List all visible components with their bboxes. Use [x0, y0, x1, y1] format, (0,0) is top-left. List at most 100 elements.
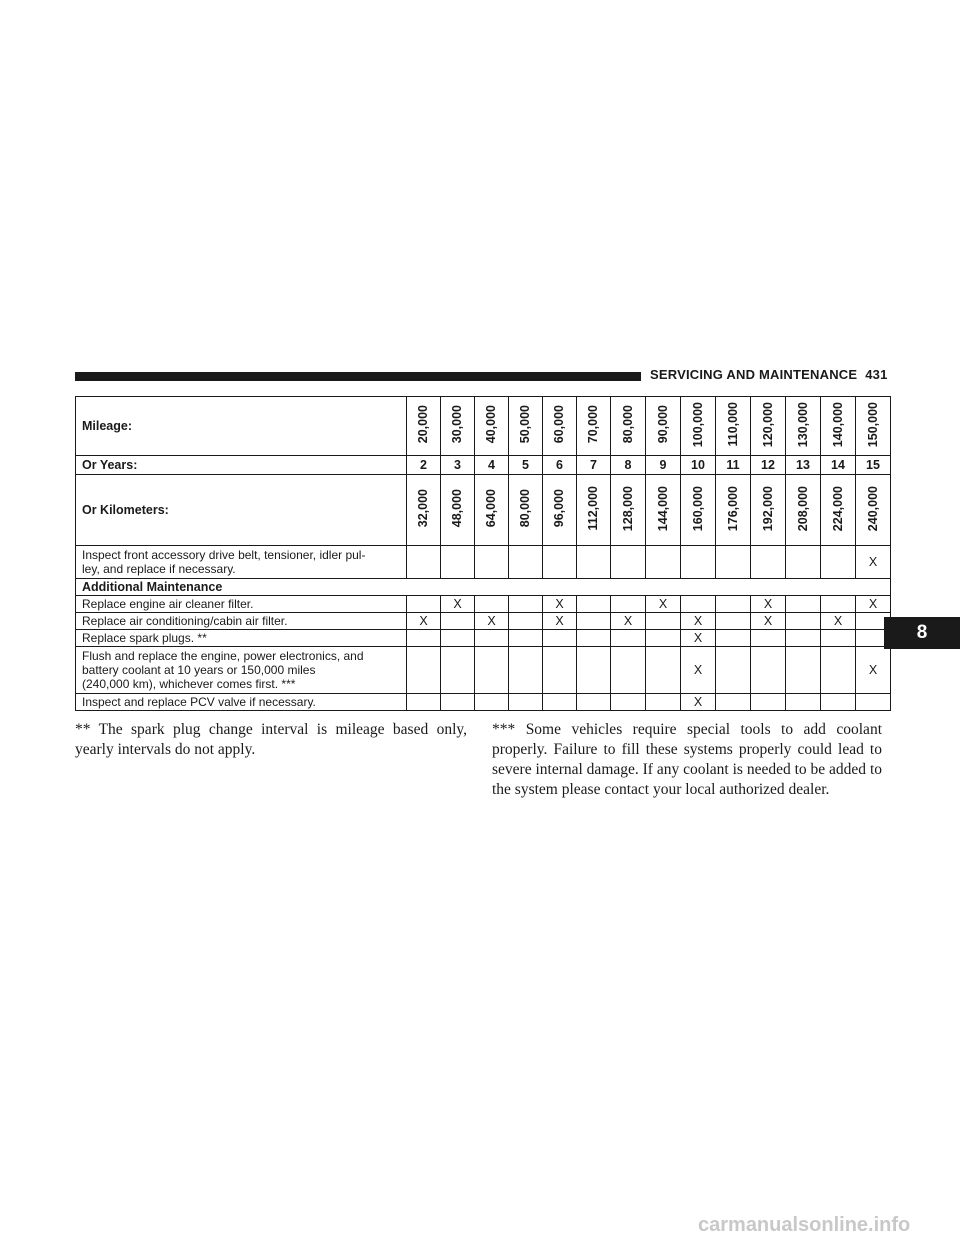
years-value: 12 [750, 455, 786, 475]
mileage-value: 150,000 [865, 401, 880, 448]
service-mark [645, 545, 681, 579]
service-mark [508, 646, 543, 694]
service-mark [440, 612, 475, 630]
years-value: 4 [474, 455, 509, 475]
service-mark [576, 595, 611, 613]
service-mark [474, 545, 509, 579]
kilometers-value: 192,000 [760, 485, 775, 532]
service-mark: X [542, 595, 577, 613]
service-mark [715, 612, 751, 630]
mileage-cell: 110,000 [715, 396, 751, 456]
mileage-value: 140,000 [830, 401, 845, 448]
kilometers-value: 144,000 [655, 485, 670, 532]
service-mark [440, 693, 475, 711]
mileage-cell: 140,000 [820, 396, 856, 456]
mileage-cell: 40,000 [474, 396, 509, 456]
years-value: 15 [855, 455, 891, 475]
service-mark [508, 612, 543, 630]
mileage-cell: 20,000 [406, 396, 441, 456]
service-mark [785, 545, 821, 579]
watermark: carmanualsonline.info [698, 1214, 911, 1236]
service-mark: X [645, 595, 681, 613]
kilometers-cell: 64,000 [474, 474, 509, 546]
service-label: Inspect and replace PCV valve if necessa… [75, 693, 407, 711]
kilometers-cell: 144,000 [645, 474, 681, 546]
service-row: Inspect front accessory drive belt, tens… [75, 545, 891, 579]
service-mark [645, 693, 681, 711]
service-mark: X [855, 545, 891, 579]
kilometers-value: 224,000 [830, 485, 845, 532]
service-mark [750, 629, 786, 647]
years-value: 3 [440, 455, 475, 475]
service-mark [785, 595, 821, 613]
mileage-cell: 60,000 [542, 396, 577, 456]
kilometers-value: 112,000 [586, 486, 601, 531]
service-mark [508, 545, 543, 579]
kilometers-cell: 208,000 [785, 474, 821, 546]
service-mark [406, 595, 441, 613]
service-mark [785, 629, 821, 647]
service-mark [542, 693, 577, 711]
kilometers-cell: 192,000 [750, 474, 786, 546]
service-mark: X [750, 595, 786, 613]
service-mark: X [440, 595, 475, 613]
service-mark [645, 646, 681, 694]
service-mark [576, 646, 611, 694]
service-mark [715, 693, 751, 711]
service-mark [440, 646, 475, 694]
service-mark [610, 693, 646, 711]
service-mark [576, 545, 611, 579]
kilometers-cell: 240,000 [855, 474, 891, 546]
kilometers-cell: 224,000 [820, 474, 856, 546]
service-mark [680, 595, 716, 613]
footnote-spark-plugs: ** The spark plug change interval is mil… [75, 721, 467, 758]
mileage-value: 40,000 [484, 405, 499, 444]
service-label: Replace air conditioning/cabin air filte… [75, 612, 407, 630]
mileage-value: 90,000 [655, 405, 670, 444]
service-row: Flush and replace the engine, power elec… [75, 646, 891, 694]
mileage-cell: 50,000 [508, 396, 543, 456]
service-mark [645, 629, 681, 647]
service-mark [508, 629, 543, 647]
service-mark [440, 629, 475, 647]
kilometers-value: 48,000 [450, 489, 465, 528]
years-value: 6 [542, 455, 577, 475]
years-value: 10 [680, 455, 716, 475]
chapter-tab[interactable]: 8 [884, 617, 960, 649]
years-value: 7 [576, 455, 611, 475]
mileage-cell: 100,000 [680, 396, 716, 456]
service-mark [750, 545, 786, 579]
years-value: 8 [610, 455, 646, 475]
service-mark [820, 646, 856, 694]
service-mark [715, 646, 751, 694]
service-mark: X [542, 612, 577, 630]
section-heading: Additional Maintenance [75, 578, 891, 596]
kilometers-cell: 112,000 [576, 474, 611, 546]
mileage-cell: 80,000 [610, 396, 646, 456]
kilometers-value: 64,000 [484, 489, 499, 528]
kilometers-value: 176,000 [725, 485, 740, 532]
mileage-value: 20,000 [416, 405, 431, 444]
kilometers-cell: 160,000 [680, 474, 716, 546]
years-value: 14 [820, 455, 856, 475]
service-mark [820, 693, 856, 711]
service-mark [406, 629, 441, 647]
service-label: Replace spark plugs. ** [75, 629, 407, 647]
service-mark [406, 693, 441, 711]
mileage-cell: 30,000 [440, 396, 475, 456]
service-mark: X [750, 612, 786, 630]
service-mark [576, 629, 611, 647]
service-mark [750, 646, 786, 694]
service-row: Replace air conditioning/cabin air filte… [75, 612, 891, 630]
kilometers-value: 160,000 [690, 485, 705, 532]
mileage-cell: 120,000 [750, 396, 786, 456]
years-value: 5 [508, 455, 543, 475]
years-value: 11 [715, 455, 751, 475]
service-mark [785, 693, 821, 711]
mileage-value: 60,000 [552, 405, 567, 444]
